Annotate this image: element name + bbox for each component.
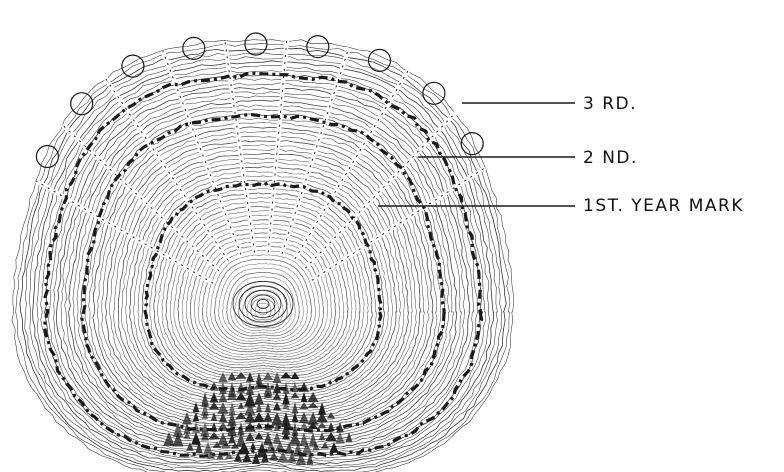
circulus-ring: [215, 259, 312, 344]
label-second-annulus: 2 ND.: [583, 150, 638, 167]
circulus-ring: [251, 299, 275, 320]
circulus-ring: [93, 127, 433, 424]
annulus-ring: [45, 73, 482, 456]
edge-scallop: [307, 36, 329, 58]
posterior-tooth: [209, 402, 219, 409]
circulus-ring: [16, 43, 510, 472]
posterior-tooth: [299, 382, 309, 392]
label-first-year-mark: 1ST. YEAR MARK: [583, 198, 744, 215]
edge-scallop: [461, 133, 483, 155]
circulus-ring: [210, 255, 315, 347]
posterior-tooth: [218, 372, 227, 382]
focus-whorl: [239, 286, 287, 322]
posterior-tooth: [327, 412, 335, 419]
focus-whorl: [251, 295, 275, 313]
posterior-tooth: [273, 372, 282, 383]
posterior-tooth: [210, 382, 219, 390]
circulus-ring: [37, 65, 490, 461]
posterior-tooth: [316, 412, 327, 422]
posterior-tooth: [208, 432, 220, 439]
posterior-tooth: [327, 422, 334, 431]
edge-scallop: [369, 49, 391, 71]
edge-scallop: [423, 82, 445, 104]
posterior-tooth: [191, 432, 201, 445]
posterior-tooth: [321, 442, 329, 449]
posterior-tooth: [228, 372, 237, 380]
label-leader-lines: [378, 103, 575, 206]
posterior-tooth: [211, 412, 217, 421]
annulus-rings: [45, 73, 482, 456]
posterior-tooth: [308, 402, 319, 408]
label-third-annulus: 3 RD.: [583, 96, 637, 113]
circulus-ring: [150, 189, 377, 387]
edge-scallop: [36, 146, 58, 168]
posterior-tooth: [255, 432, 263, 439]
posterior-tooth: [300, 402, 309, 409]
circulus-ring: [89, 122, 437, 426]
posterior-tooth: [204, 442, 213, 454]
circulus-ring: [114, 149, 413, 410]
circulus-ring: [194, 237, 331, 357]
posterior-tooth: [291, 392, 299, 398]
posterior-tooth: [273, 432, 281, 444]
circulus-ring: [49, 78, 478, 453]
circulus-ring: [158, 198, 369, 382]
posterior-tooth: [269, 452, 279, 460]
